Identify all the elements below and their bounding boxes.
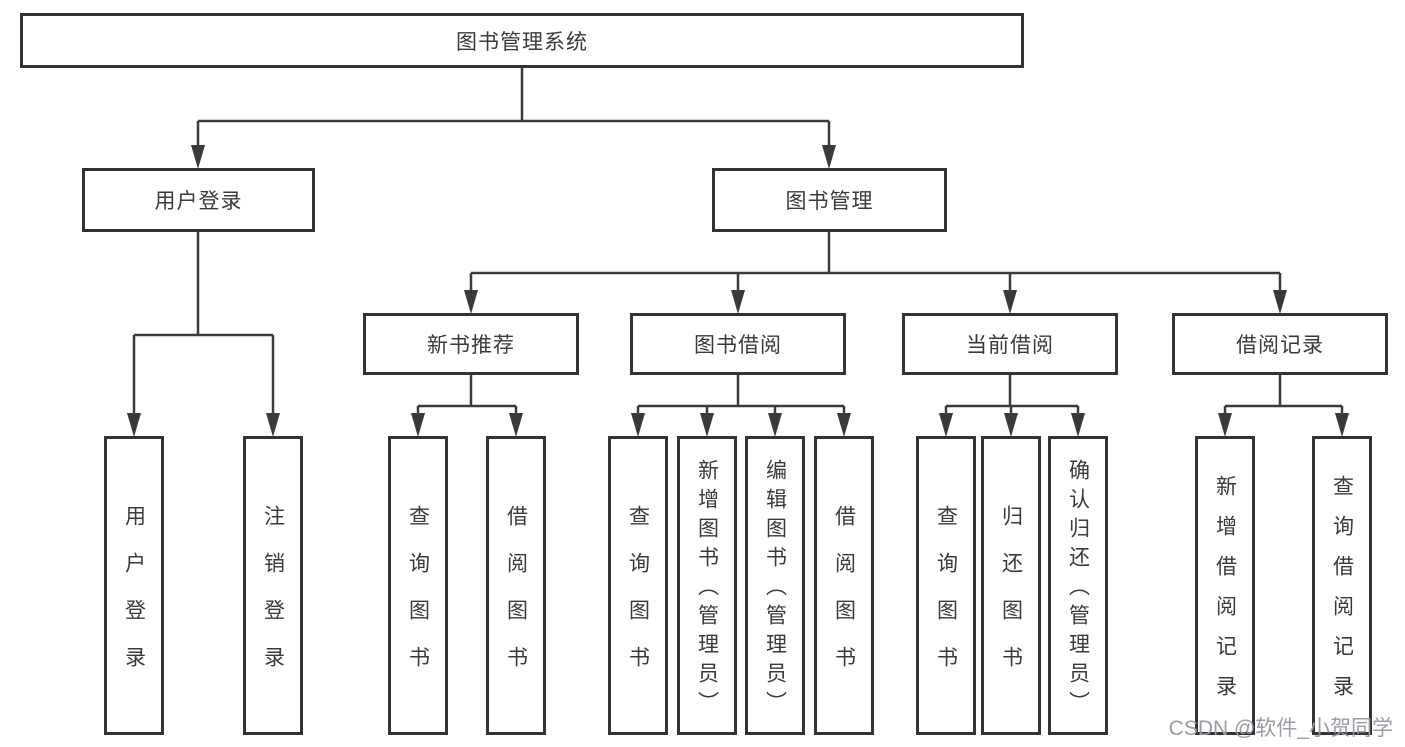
node-label: 查询借阅记录: [1330, 475, 1354, 715]
node-label: 查询图书: [406, 504, 430, 693]
node-label: 新增借阅记录: [1213, 475, 1237, 715]
arrowheads: [127, 145, 1349, 437]
node-label: 确认归还（管理员）: [1066, 459, 1090, 720]
node-label: 借阅图书: [504, 504, 528, 693]
node-borrow-records: 借阅记录: [1172, 313, 1388, 375]
node-label: 借阅记录: [1236, 334, 1324, 357]
node-label: 图书管理: [785, 190, 874, 213]
node-label: 当前借阅: [966, 334, 1054, 357]
leaf-confirm-return-admin: 确认归还（管理员）: [1048, 436, 1108, 735]
node-label: 用户登录: [154, 190, 243, 213]
leaf-user-login: 用户登录: [104, 436, 164, 735]
leaf-return-book: 归还图书: [981, 436, 1041, 735]
leaf-logout: 注销登录: [243, 436, 303, 735]
node-book-mgmt: 图书管理: [712, 168, 947, 232]
node-current-borrow: 当前借阅: [902, 313, 1118, 375]
node-book-borrow: 图书借阅: [630, 313, 846, 375]
leaf-query-books-current: 查询图书: [916, 436, 976, 735]
node-label: 图书借阅: [694, 334, 782, 357]
node-new-book-recommend: 新书推荐: [363, 313, 579, 375]
node-label: 借阅图书: [832, 504, 856, 693]
node-label: 编辑图书（管理员）: [763, 459, 787, 720]
leaf-borrow-books: 借阅图书: [814, 436, 874, 735]
leaf-edit-book-admin: 编辑图书（管理员）: [745, 436, 805, 735]
node-label: 新增图书（管理员）: [695, 459, 719, 720]
leaf-borrow-books-recommend: 借阅图书: [486, 436, 546, 735]
leaf-query-books-recommend: 查询图书: [388, 436, 448, 735]
connector-strokes: [132, 68, 1344, 417]
node-label: 新书推荐: [427, 334, 515, 357]
leaf-add-book-admin: 新增图书（管理员）: [677, 436, 737, 735]
node-system-root: 图书管理系统: [20, 13, 1024, 68]
node-user-login: 用户登录: [82, 168, 315, 232]
node-label: 查询图书: [934, 504, 958, 693]
leaf-add-borrow-record: 新增借阅记录: [1195, 436, 1255, 735]
node-label: 用户登录: [122, 504, 146, 693]
node-label: 注销登录: [261, 504, 285, 693]
node-label: 归还图书: [999, 504, 1023, 693]
leaf-query-borrow-record: 查询借阅记录: [1312, 436, 1372, 735]
node-label: 查询图书: [626, 504, 650, 693]
node-label: 图书管理系统: [456, 30, 588, 54]
leaf-query-books-borrow: 查询图书: [608, 436, 668, 735]
watermark: CSDN @软件_小贺同学: [1168, 717, 1393, 740]
